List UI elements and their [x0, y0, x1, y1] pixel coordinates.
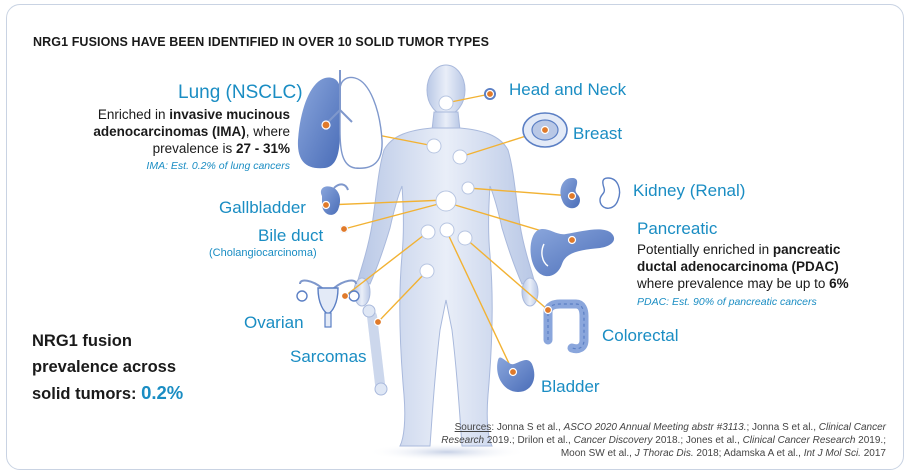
pancreas-icon	[530, 229, 615, 277]
marker-abdomen	[435, 190, 457, 212]
sources-part: 2017	[860, 448, 886, 459]
sources-part: 2019.; Drilon et al.,	[484, 435, 574, 446]
pancreatic-desc-bold-2: 6%	[829, 276, 849, 291]
sources-part: 2018.; Jones et al.,	[652, 435, 743, 446]
connector-bile-duct	[343, 201, 447, 230]
lung-note: IMA: Est. 0.2% of lung cancers	[146, 160, 290, 172]
sources-part: Clinical Cancer Research	[441, 422, 886, 446]
tumor-marker-bile-duct	[339, 224, 349, 234]
gallbladder-icon	[320, 183, 349, 215]
sources-part: Cancer Discovery	[573, 435, 653, 446]
marker-colon	[457, 230, 473, 246]
sources-citation: Sources: Jonna S et al., ASCO 2020 Annua…	[420, 421, 886, 460]
label-bile-duct-sub: (Cholangiocarcinoma)	[209, 247, 317, 259]
connector-colorectal	[464, 237, 549, 311]
tumor-marker-lung	[321, 120, 331, 130]
label-ovarian: Ovarian	[244, 313, 304, 332]
label-head-neck: Head and Neck	[509, 80, 627, 99]
prevalence-text: NRG1 fusion prevalence across solid tumo…	[32, 332, 177, 403]
marker-bladder	[439, 222, 455, 238]
uterus-icon	[296, 279, 360, 328]
pancreatic-desc-text-1: Potentially enriched in	[637, 242, 773, 257]
marker-breast	[452, 149, 468, 165]
connector-sarcomas	[377, 270, 428, 323]
slide-title: NRG1 FUSIONS HAVE BEEN IDENTIFIED IN OVE…	[33, 35, 490, 49]
label-breast: Breast	[573, 124, 623, 143]
pancreatic-desc-text-2: where prevalence may be up to	[637, 276, 830, 291]
tumor-marker-ovarian	[340, 291, 350, 301]
tumor-marker-colorectal	[543, 305, 553, 315]
lung-desc-bold-2: 27 - 31%	[235, 141, 290, 156]
sources-part: ASCO 2020 Annual Meeting abstr #3113.	[563, 422, 747, 433]
label-lung: Lung (NSCLC)	[178, 82, 303, 103]
tumor-marker-breast	[540, 125, 550, 135]
marker-lung	[426, 138, 442, 154]
pancreatic-desc-bold-1: pancreatic ductal adenocarcinoma (PDAC)	[637, 242, 841, 274]
label-colorectal: Colorectal	[602, 326, 679, 345]
tumor-markers	[321, 89, 577, 377]
tumor-marker-gallbladder	[321, 200, 331, 210]
label-kidney: Kidney (Renal)	[633, 181, 746, 200]
sources-part: Clinical Cancer Research	[742, 435, 856, 446]
body-markers	[419, 95, 475, 279]
label-pancreatic: Pancreatic	[637, 219, 718, 238]
lung-description: Enriched in invasive mucinous adenocarci…	[62, 106, 290, 157]
lung-desc-bold-1: invasive mucinous adenocarcinomas (IMA)	[93, 107, 290, 139]
colon-icon	[543, 299, 589, 354]
label-sarcomas: Sarcomas	[290, 347, 367, 366]
sources-part: Int J Mol Sci.	[803, 448, 861, 459]
pancreatic-note: PDAC: Est. 90% of pancreatic cancers	[637, 296, 817, 308]
tumor-marker-bladder	[508, 367, 518, 377]
label-bladder: Bladder	[541, 377, 600, 396]
marker-ovary	[420, 224, 436, 240]
connector-bladder	[446, 231, 514, 373]
tumor-marker-kidney	[567, 191, 577, 201]
label-gallbladder: Gallbladder	[219, 198, 306, 217]
tumor-marker-pancreatic	[567, 235, 577, 245]
lungs-icon	[297, 70, 383, 169]
marker-leg	[419, 263, 435, 279]
tumor-marker-sarcomas	[373, 317, 383, 327]
prevalence-value: 0.2%	[141, 382, 184, 403]
sources-label: Sources	[454, 422, 492, 433]
bone-icon	[362, 304, 388, 396]
sources-part: ; Jonna S et al.,	[746, 422, 819, 433]
connector-gallbladder	[325, 199, 447, 206]
connector-ovarian	[344, 231, 429, 297]
pancreatic-description: Potentially enriched in pancreatic ducta…	[637, 241, 869, 292]
prevalence-callout: NRG1 fusion prevalence across solid tumo…	[32, 328, 212, 407]
connector-kidney	[467, 187, 573, 197]
marker-kidney	[461, 181, 475, 195]
label-bile-duct: Bile duct	[258, 226, 324, 245]
sources-part: J Thorac Dis.	[634, 448, 694, 459]
sources-part: : Jonna S et al.,	[491, 422, 564, 433]
lung-desc-text-1: Enriched in	[97, 107, 170, 122]
sources-part: 2018; Adamska A et al.,	[693, 448, 804, 459]
marker-head	[438, 95, 454, 111]
tumor-marker-head-neck	[485, 89, 495, 99]
sources-part: 2019.; Moon SW et al.,	[560, 435, 886, 459]
human-body-silhouette	[353, 64, 539, 447]
lung-desc-text-2: , where prevalence is	[152, 124, 290, 156]
body-shadow	[367, 443, 527, 461]
